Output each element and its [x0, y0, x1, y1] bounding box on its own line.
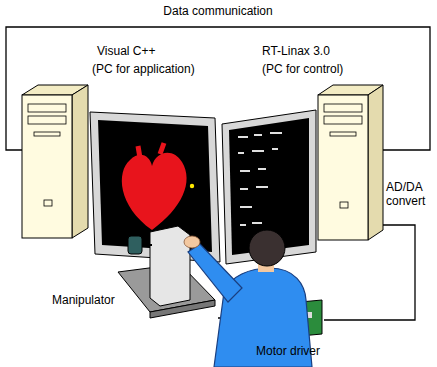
cursor-dot: [190, 184, 194, 188]
tower-front: [22, 95, 72, 238]
screen-text-dot: [240, 188, 248, 190]
floppy-slot: [34, 132, 60, 136]
floppy-slot: [330, 132, 356, 136]
heart-image: [122, 153, 187, 230]
application-pc: Visual C++ (PC for application): [22, 40, 198, 240]
drive-bay: [324, 116, 362, 124]
drive-bay: [28, 116, 66, 124]
connector-line: [324, 225, 415, 320]
screen-text-dot: [240, 206, 252, 208]
drive-bay: [28, 104, 66, 112]
operator-head: [249, 230, 285, 266]
heart-vessel: [138, 143, 164, 158]
manipulator: Manipulator: [50, 255, 218, 335]
screen-text-dot: [256, 186, 268, 188]
screen-text-dot: [252, 222, 262, 224]
screen-text-dot: [238, 136, 248, 138]
node-label: RT-Linax 3.0: [262, 44, 330, 58]
screen-text-dot: [240, 224, 246, 226]
node-label: Manipulator: [52, 293, 115, 307]
drive-bay: [324, 104, 362, 112]
screen-text-dot: [270, 132, 282, 134]
node-sublabel: (PC for control): [262, 62, 343, 76]
screen-text-dot: [254, 134, 262, 136]
tower-side: [368, 85, 383, 240]
tower-front: [318, 95, 368, 240]
screen-text-dot: [272, 148, 278, 150]
screen-text-dot: [238, 152, 244, 154]
operator-arm: [188, 244, 242, 302]
connector-label: Data communication: [148, 4, 288, 18]
screen-text-dot: [258, 168, 266, 170]
connector-label: AD/DA convert: [386, 180, 434, 208]
connector-line: [6, 27, 430, 150]
tower-side: [72, 85, 88, 238]
node-label: Visual C++: [97, 44, 155, 58]
motor-driver: Motor driver: [254, 296, 324, 364]
node-sublabel: (PC for application): [92, 62, 195, 76]
screen-text-dot: [240, 170, 250, 172]
manipulator-column: [150, 226, 190, 306]
screen-text-dot: [252, 150, 264, 152]
control-pc: RT-Linax 3.0 (PC for control): [258, 40, 383, 245]
operator-hand: [184, 236, 200, 248]
manipulator-knob: [128, 236, 142, 254]
power-button: [44, 200, 52, 206]
node-label: Motor driver: [256, 344, 320, 358]
power-button: [340, 202, 348, 208]
manipulator-arm: [142, 244, 152, 246]
